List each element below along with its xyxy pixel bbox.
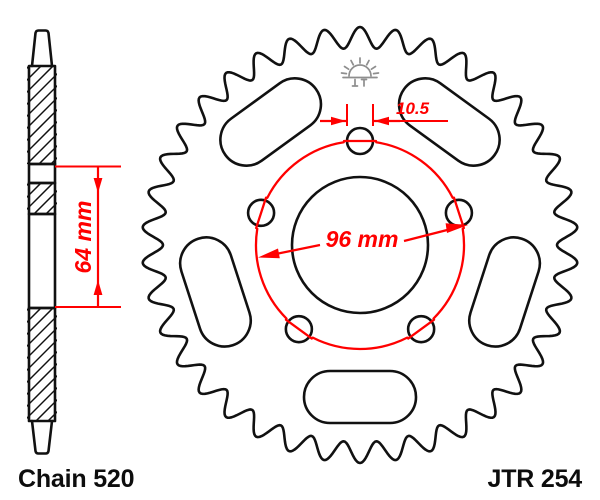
- logo-rays-icon: [340, 57, 380, 75]
- bolt-circle-arc-3: [311, 336, 409, 351]
- bolt-circle-arcs: [254, 139, 466, 351]
- bolt-hole-5: [246, 198, 276, 228]
- dim-105-label: 10.5: [396, 99, 430, 118]
- side-section-view: [27, 29, 57, 455]
- lightening-slot-5: [219, 77, 323, 167]
- dim-96-line-left: [270, 243, 321, 257]
- lightening-slot-group: [178, 77, 542, 425]
- side-view-open-gap: [27, 162, 57, 185]
- dim-64-label: 64 mm: [70, 201, 96, 274]
- side-view-lower-hatching: [27, 308, 57, 421]
- dim-64-arrow-bottom: [93, 280, 103, 295]
- bolt-circle-stub-5: [254, 196, 268, 230]
- dim-96-line-right: [403, 226, 456, 243]
- bolt-hole-4: [284, 314, 314, 344]
- dim-105-arrow-left: [331, 116, 346, 126]
- side-view-top-tip: [30, 29, 54, 68]
- side-view-upper-hatching: [27, 66, 57, 164]
- lightening-slot-2: [467, 236, 542, 348]
- dim-96-arrow-left: [258, 248, 280, 259]
- center-bore-circle: [290, 175, 430, 315]
- side-view-web: [27, 212, 57, 310]
- bolt-circle-arc-2: [432, 227, 466, 320]
- bolt-circle-arc-5: [266, 141, 345, 199]
- bolt-circle-stub-2: [452, 196, 466, 230]
- sprocket-teeth-outline: [141, 25, 579, 465]
- dim-96-arrow-right: [445, 223, 468, 233]
- dim-105-arrow-right: [374, 116, 389, 126]
- bolt-hole-3: [406, 314, 436, 344]
- bore-dimension-64mm: 64 mm: [55, 165, 121, 308]
- bolt-circle-stub-3: [407, 318, 436, 340]
- bolt-circle-arc-4: [254, 227, 288, 320]
- lightening-slot-1: [397, 77, 501, 167]
- chain-size-label: Chain 520: [18, 465, 134, 493]
- logo-letters-jt-icon: [351, 78, 368, 87]
- dim-96-label: 96 mm: [326, 226, 399, 252]
- logo-sun-dome-icon: [348, 64, 372, 77]
- lightening-slot-4: [178, 236, 253, 348]
- bolt-circle-stub-4: [284, 318, 313, 340]
- jt-sunrise-logo: [340, 57, 380, 87]
- side-view-bottom-tip: [30, 419, 54, 455]
- part-number-label: JTR 254: [488, 465, 583, 493]
- face-view: [141, 25, 579, 465]
- bolt-circle-dimension-96mm: 96 mm: [254, 139, 468, 351]
- dim-64-arrow-top: [93, 178, 103, 193]
- lightening-slot-3: [302, 369, 418, 425]
- bolt-circle-arc-1: [375, 141, 454, 199]
- bolt-hole-dimension-10-5: 10.5: [320, 99, 448, 126]
- side-view-mid-hatching: [27, 183, 57, 214]
